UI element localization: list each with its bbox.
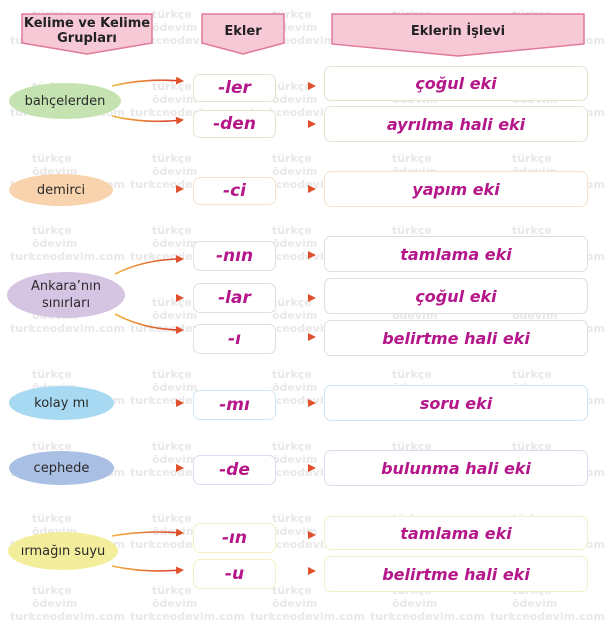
arrow-icon <box>111 565 184 575</box>
function-box: belirtme hali eki <box>324 320 588 356</box>
word-ellipse-irmagin-suyu: ırmağın suyu <box>8 532 118 570</box>
function-box: yapım eki <box>324 171 588 207</box>
function-box: tamlama eki <box>324 236 588 272</box>
suffix-box: -mı <box>193 390 276 420</box>
arrow-icon <box>111 115 184 125</box>
function-box: çoğul eki <box>324 278 588 314</box>
suffix-box: -ler <box>193 74 276 102</box>
suffix-box: -ci <box>193 177 276 205</box>
arrow-icon <box>111 76 184 87</box>
chevron-banner-icon <box>21 13 153 55</box>
header-suffixes: Ekler <box>200 12 286 56</box>
header-functions: Eklerin İşlevi <box>330 12 586 58</box>
function-box: ayrılma hali eki <box>324 106 588 142</box>
header-functions-label: Eklerin İşlevi <box>410 23 506 39</box>
suffix-box: -de <box>193 455 276 485</box>
function-box: tamlama eki <box>324 516 588 550</box>
arrow-icon <box>114 255 184 275</box>
function-box: çoğul eki <box>324 66 588 101</box>
word-ellipse-bahcelerden: bahçelerden <box>9 83 121 119</box>
suffix-box: -ın <box>193 523 276 553</box>
suffix-box: -u <box>193 559 276 589</box>
suffix-box: -den <box>193 110 276 138</box>
word-ellipse-cephede: cephede <box>9 451 114 485</box>
arrow-icon <box>114 313 184 334</box>
word-ellipse-kolay-mi: kolay mı <box>9 386 114 420</box>
word-ellipse-demirci: demirci <box>9 174 113 206</box>
suffix-box: -ı <box>193 324 276 354</box>
chevron-banner-icon <box>201 13 285 55</box>
suffix-box: -lar <box>193 283 276 313</box>
function-box: bulunma hali eki <box>324 450 588 486</box>
chevron-banner-icon <box>331 13 585 57</box>
header-suffixes-label: Ekler <box>224 23 262 39</box>
function-box: soru eki <box>324 385 588 421</box>
suffix-box: -nın <box>193 241 276 271</box>
arrow-icon <box>111 528 184 537</box>
function-box: belirtme hali eki <box>324 556 588 592</box>
